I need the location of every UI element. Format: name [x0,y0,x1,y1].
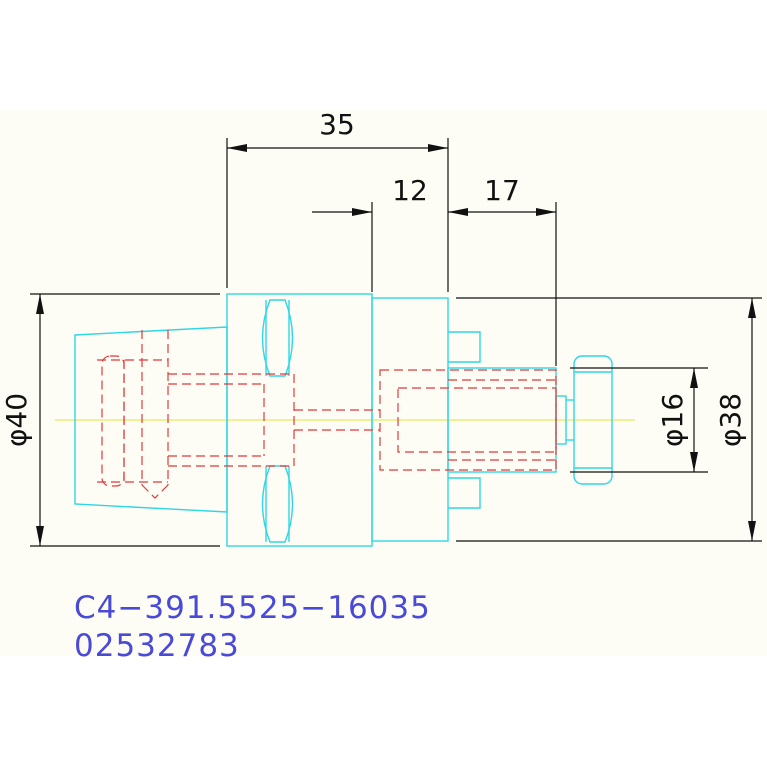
dim-d40-label: φ40 [0,393,33,447]
drive-key-bottom [261,465,294,543]
dim-d16-label: φ16 [656,393,689,447]
dim-d38-label: φ38 [714,393,747,447]
drive-key-top [261,299,294,377]
dim-17-label: 17 [484,174,520,207]
stepped-nut [448,331,481,509]
end-screw [573,355,613,485]
dim-35-label: 35 [319,108,355,141]
part-outline [74,293,613,547]
drawing-background [0,110,767,656]
dimensions [30,138,762,547]
hidden-lines [97,330,557,499]
dim-12-label: 12 [392,174,428,207]
part-code-line-1: C4−391.5525−16035 [74,590,431,626]
part-code-line-2: 02532783 [74,628,240,664]
